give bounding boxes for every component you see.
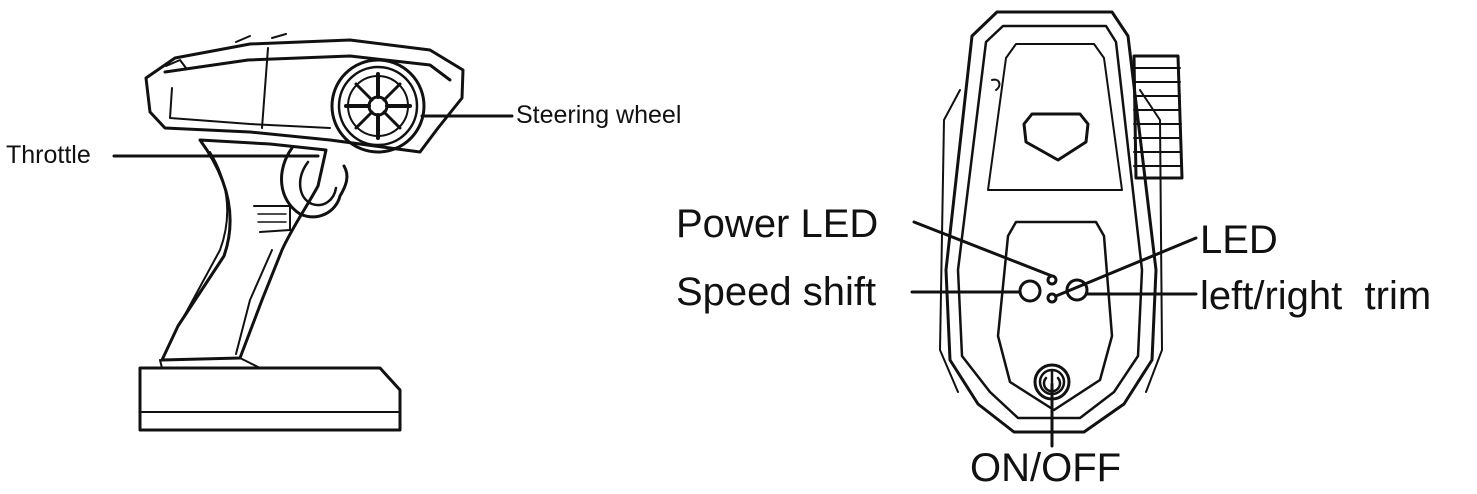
trim-dial <box>1132 54 1184 180</box>
power-led-label: Power LED <box>676 202 879 246</box>
led-label: LED <box>1200 218 1278 262</box>
throttle-label: Throttle <box>6 141 91 169</box>
transmitter-top-view <box>939 10 1184 434</box>
on-off-label: ON/OFF <box>970 446 1122 490</box>
trim-label: left/right trim <box>1200 274 1432 318</box>
speed-shift-label: Speed shift <box>676 270 877 314</box>
power-led-leader-line <box>912 220 1054 278</box>
steering-wheel-graphic <box>330 58 426 154</box>
transmitter-side-view <box>138 33 465 432</box>
steering-wheel-label: Steering wheel <box>516 101 682 129</box>
led-leader-line <box>1054 236 1198 298</box>
